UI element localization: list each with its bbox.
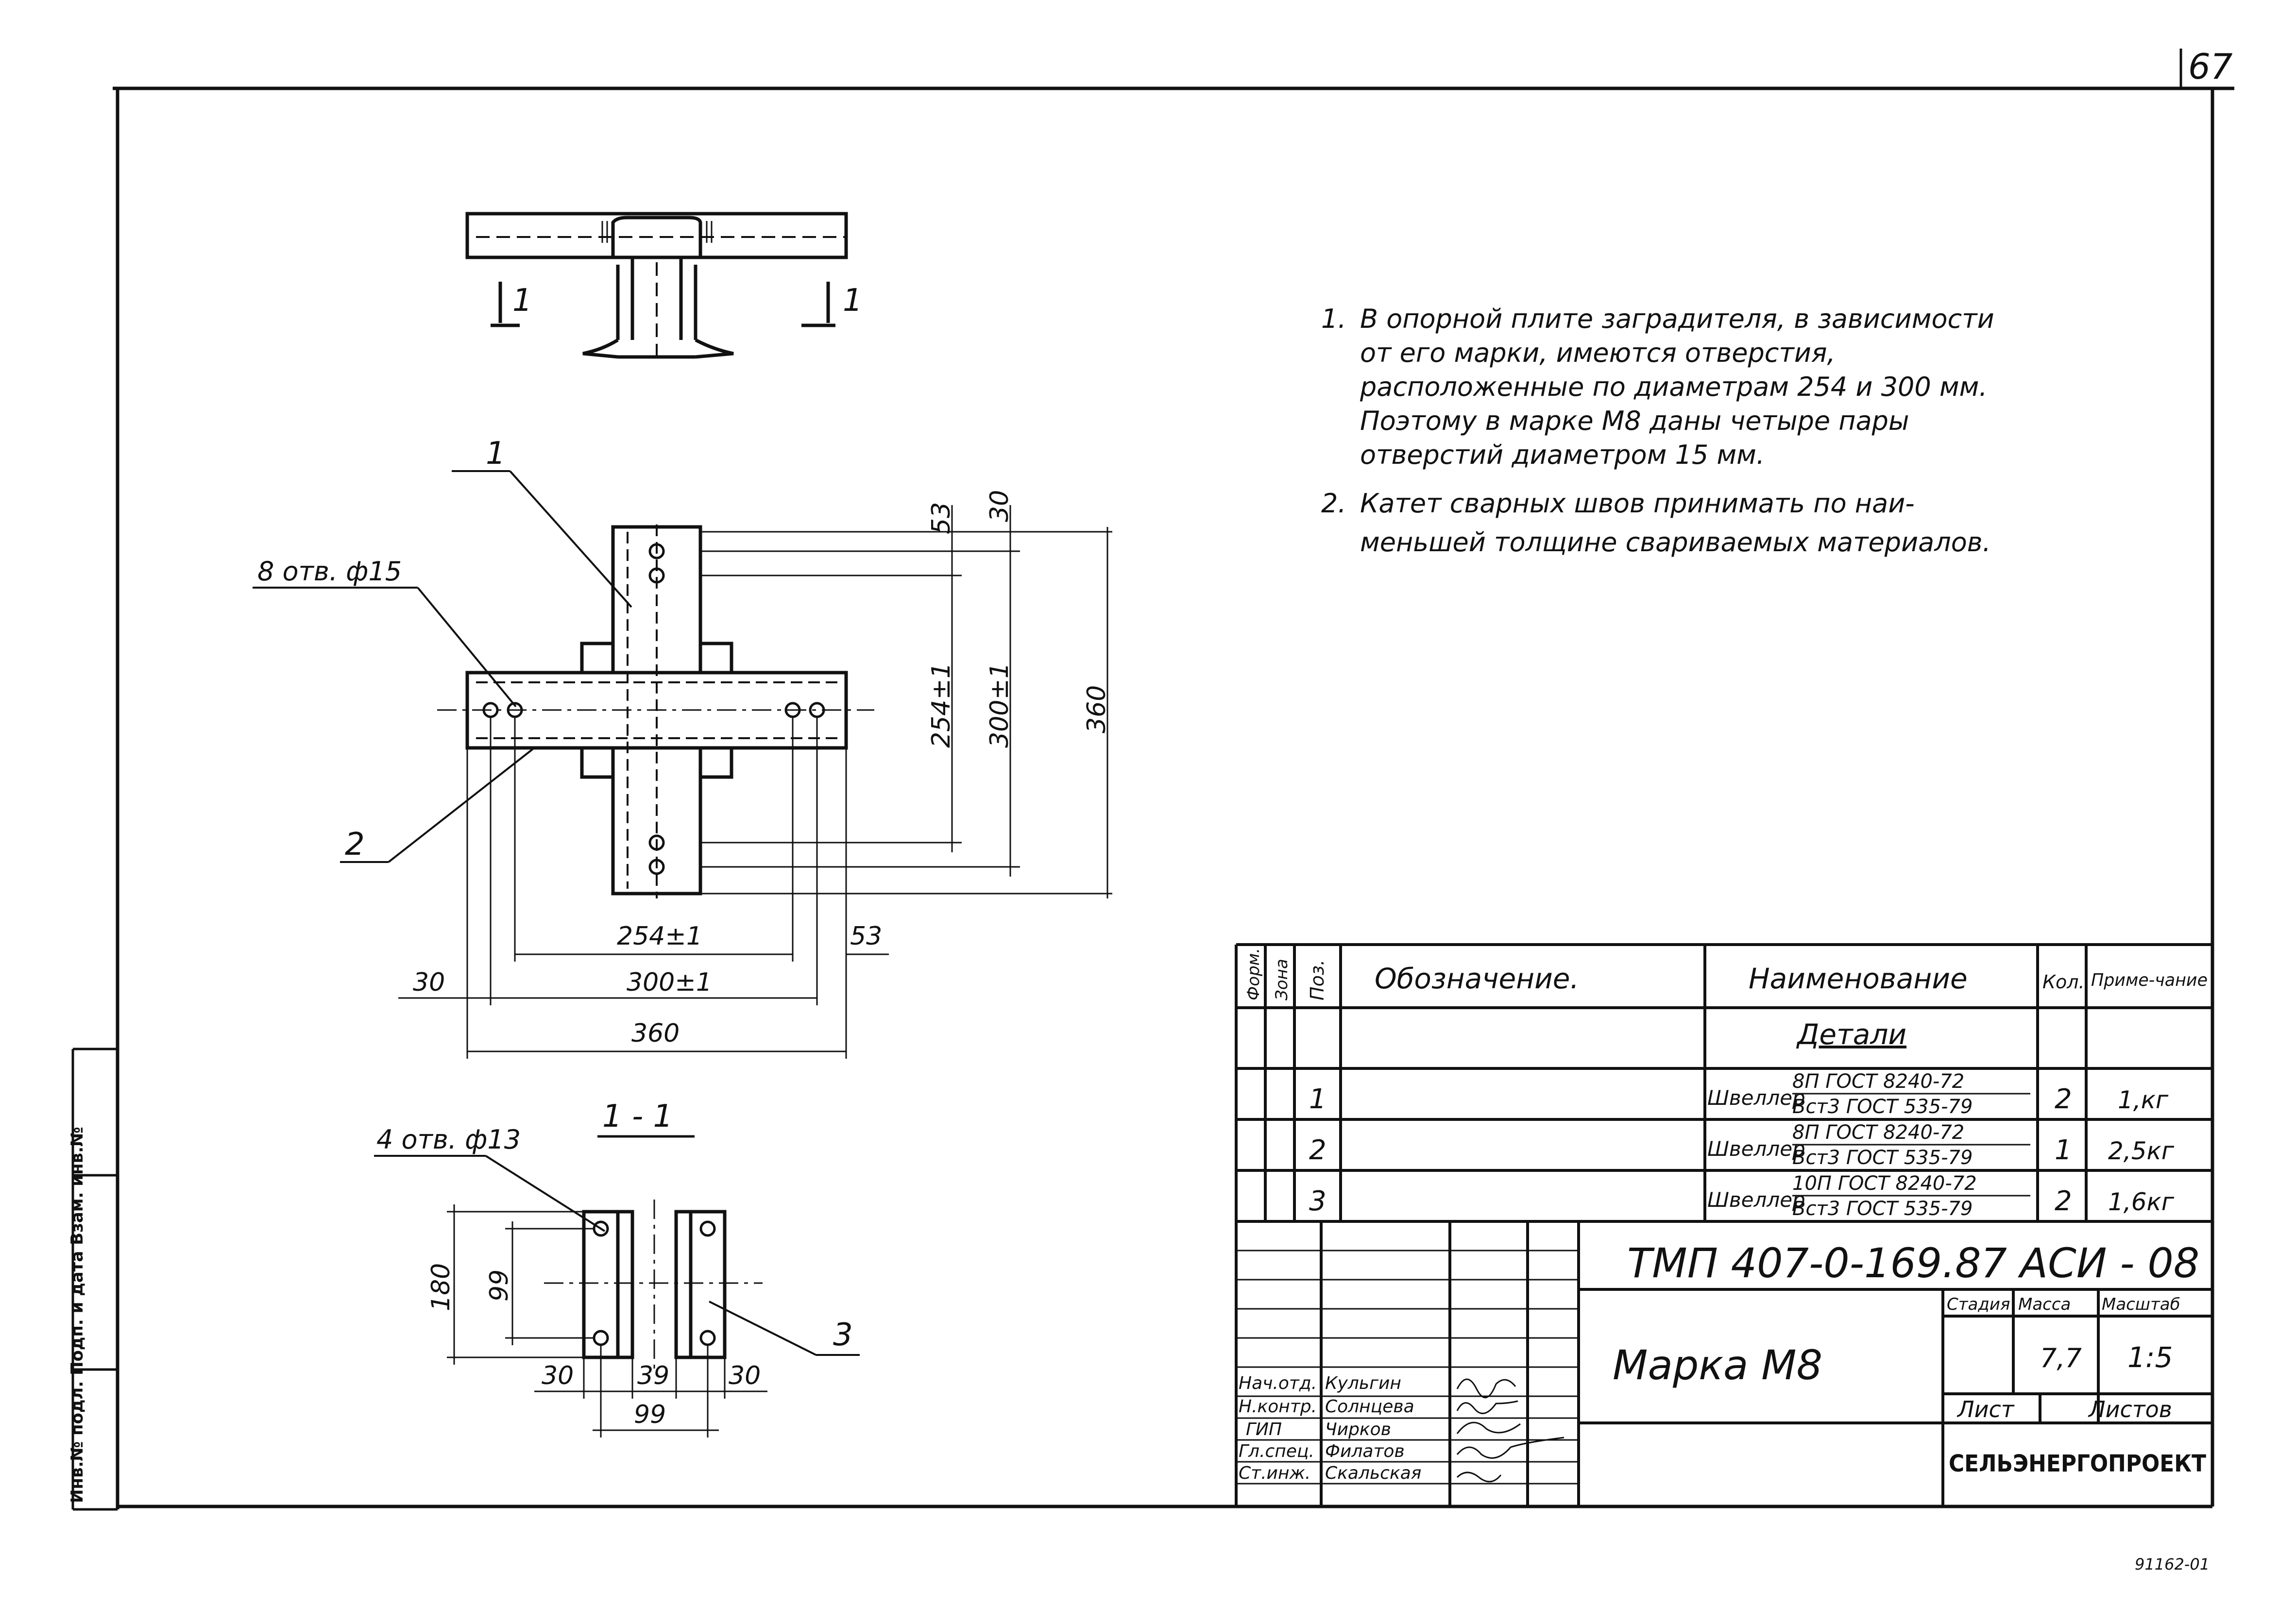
page-number: 67 (2188, 46, 2233, 87)
scale-value: 1:5 (2127, 1341, 2173, 1374)
plan-holes-label: 8 отв. ф15 (257, 556, 402, 587)
person-name: Филатов (1325, 1441, 1405, 1461)
sheets-label: Листов (2088, 1396, 2172, 1422)
plan-pos-1: 1 (486, 436, 506, 472)
spec-row-note: 1,кг (2118, 1086, 2169, 1114)
section-dim-30-left: 30 (542, 1361, 574, 1390)
note-2-number: 2. (1321, 488, 1346, 519)
section-view: 1 - 1 4 отв. ф13 3 (374, 1099, 860, 1438)
drawing-title: Марка М8 (1613, 1341, 1822, 1389)
scale-label: Масштаб (2102, 1295, 2180, 1314)
binding-margin (71, 1048, 118, 1511)
spec-header-name: Наименование (1749, 962, 1968, 995)
mass-value: 7,7 (2040, 1343, 2082, 1373)
spec-row-note: 2,5кг (2108, 1137, 2175, 1165)
mass-label: Масса (2018, 1295, 2071, 1314)
person-name: Солнцева (1325, 1397, 1414, 1417)
role-label: Ст.инж. (1239, 1463, 1310, 1483)
role-label: Гл.спец. (1239, 1441, 1314, 1461)
spec-header-designation: Обозначение. (1375, 962, 1579, 995)
spec-row-spec-bottom: Вст3 ГОСТ 535-79 (1792, 1096, 1973, 1118)
section-mark-left: 1 (512, 283, 532, 319)
spec-row-pos: 2 (1309, 1134, 1327, 1166)
plan-dim-254-horizontal: 254±1 (617, 922, 702, 951)
plan-dim-300-horizontal: 300±1 (627, 968, 712, 997)
plan-dim-360-horizontal: 360 (631, 1019, 680, 1048)
elevation-view: 1 1 (465, 212, 863, 359)
section-dim-99-vertical: 99 (485, 1269, 514, 1302)
plan-dim-360-vertical: 360 (1082, 685, 1111, 733)
signature-rows: Нач.отд. Кульгин Н.контр. Солнцева ГИП Ч… (1239, 1373, 1421, 1483)
section-dim-99-horizontal: 99 (634, 1400, 666, 1429)
spec-row-spec-top: 10П ГОСТ 8240-72 (1792, 1172, 1977, 1195)
title-block: ТМП 407-0-169.87 АСИ - 08 Марка М8 Стади… (1236, 1221, 2212, 1506)
section-dim-39: 39 (637, 1361, 669, 1390)
spec-header-note: Приме-чание (2091, 970, 2208, 990)
plan-dim-53-horizontal: 53 (850, 922, 882, 951)
section-dim-180: 180 (426, 1263, 456, 1311)
section-title: 1 - 1 (602, 1099, 673, 1134)
plan-dim-30-top: 30 (985, 490, 1014, 522)
spec-row-spec-bottom: Вст3 ГОСТ 535-79 (1792, 1198, 1973, 1220)
section-pos-3: 3 (833, 1317, 853, 1353)
organization: СЕЛЬЭНЕРГОПРОЕКТ (1949, 1450, 2206, 1477)
spec-row-qty: 1 (2055, 1134, 2072, 1166)
person-name: Кульгин (1325, 1373, 1401, 1393)
note-1-line-4: Поэтому в марке М8 даны четыре пары (1360, 406, 1909, 436)
sheet-label: Лист (1956, 1396, 2015, 1422)
plan-view: 1 8 отв. ф15 2 53 30 254±1 300±1 360 (253, 436, 1112, 1059)
note-1-line-5: отверстий диаметром 15 мм. (1360, 440, 1765, 470)
footer-code: 91162-01 (2135, 1555, 2210, 1573)
section-dim-30-right: 30 (729, 1361, 761, 1390)
plan-dim-53-top: 53 (927, 502, 956, 534)
spec-row-name: Швеллер (1707, 1086, 1805, 1110)
spec-row-note: 1,6кг (2108, 1188, 2175, 1216)
note-1-line-1: В опорной плите заградителя, в зависимос… (1360, 304, 1994, 334)
sheet-frame (113, 86, 2234, 1509)
spec-section-title: Детали (1796, 1018, 1906, 1051)
role-label: Нач.отд. (1239, 1373, 1317, 1393)
spec-row-qty: 2 (2055, 1185, 2072, 1217)
plan-dim-300-vertical: 300±1 (985, 662, 1014, 748)
spec-header-qty: Кол. (2042, 971, 2085, 993)
spec-row: 2 Швеллер 8П ГОСТ 8240-72 Вст3 ГОСТ 535-… (1309, 1121, 2175, 1169)
notes: 1. В опорной плите заградителя, в зависи… (1321, 304, 1994, 558)
role-label: ГИП (1246, 1420, 1282, 1439)
person-name: Скальская (1325, 1463, 1421, 1483)
note-1-number: 1. (1321, 304, 1346, 334)
spec-row-qty: 2 (2055, 1083, 2072, 1115)
note-2-line-2: меньшей толщине свариваемых материалов. (1360, 527, 1991, 558)
doc-code: ТМП 407-0-169.87 АСИ - 08 (1627, 1239, 2199, 1287)
binding-margin-text: Инв.№ подл. Подп. и дата Взам. инв.№ (68, 1127, 87, 1503)
section-mark-right: 1 (843, 283, 863, 319)
plan-dim-254-vertical: 254±1 (927, 662, 956, 748)
spec-table: Форм. Зона Поз. Обозначение. Наименовани… (1235, 943, 2212, 1506)
spec-row-spec-top: 8П ГОСТ 8240-72 (1792, 1121, 1964, 1144)
spec-row-spec-top: 8П ГОСТ 8240-72 (1792, 1070, 1964, 1093)
spec-header-pos: Поз. (1307, 960, 1328, 1000)
person-name: Чирков (1325, 1420, 1391, 1439)
spec-row-pos: 1 (1309, 1083, 1327, 1115)
role-label: Н.контр. (1239, 1397, 1317, 1417)
note-2-line-1: Катет сварных швов принимать по наи- (1360, 488, 1915, 519)
spec-row: 1 Швеллер 8П ГОСТ 8240-72 Вст3 ГОСТ 535-… (1309, 1070, 2169, 1118)
plan-pos-2: 2 (345, 827, 365, 863)
section-holes-label: 4 отв. ф13 (376, 1124, 521, 1155)
stage-label: Стадия (1947, 1295, 2010, 1314)
spec-row-spec-bottom: Вст3 ГОСТ 535-79 (1792, 1147, 1973, 1169)
spec-row-name: Швеллер (1707, 1137, 1805, 1161)
signature-marks (1456, 1378, 1565, 1483)
plan-dim-30-horizontal: 30 (413, 968, 445, 997)
spec-header-format: Форм. (1244, 948, 1263, 1000)
spec-row-name: Швеллер (1707, 1188, 1805, 1212)
note-1-line-2: от его марки, имеются отверстия, (1360, 338, 1836, 368)
spec-row-pos: 3 (1309, 1185, 1327, 1217)
spec-header-zone: Зона (1272, 959, 1292, 1000)
spec-row: 3 Швеллер 10П ГОСТ 8240-72 Вст3 ГОСТ 535… (1309, 1172, 2175, 1220)
note-1-line-3: расположенные по диаметрам 254 и 300 мм. (1360, 372, 1988, 402)
